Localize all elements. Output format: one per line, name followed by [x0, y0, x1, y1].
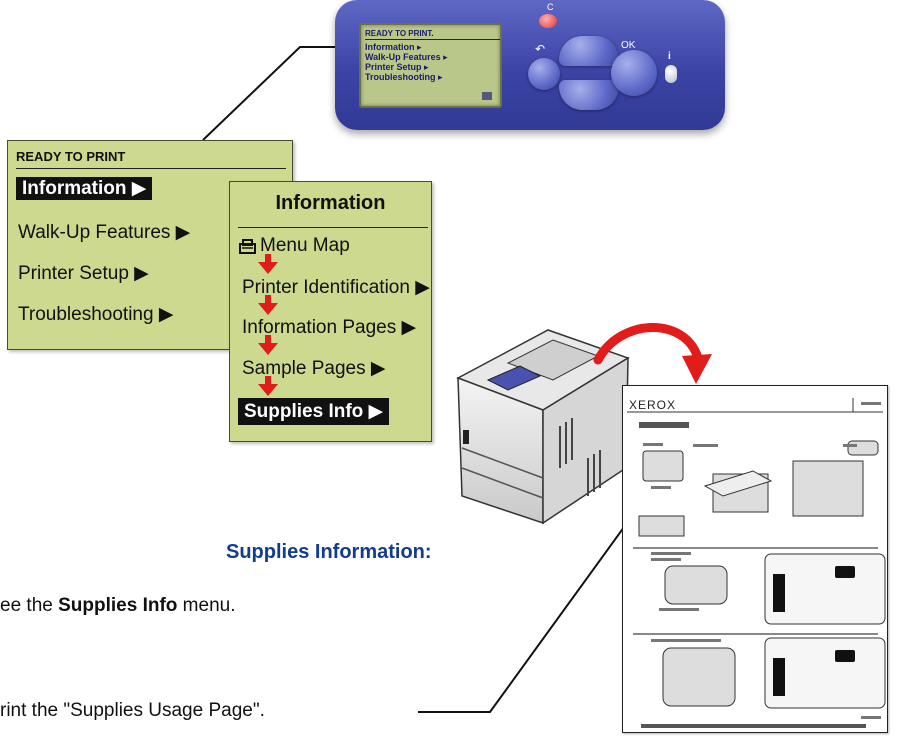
control-panel: READY TO PRINT. Information ▸ Walk-Up Fe…	[335, 0, 725, 130]
output-arrow-icon	[593, 323, 712, 384]
up-button[interactable]	[559, 36, 619, 66]
back-arrow-icon: ↶	[535, 42, 546, 56]
menu-map-icon	[239, 239, 256, 254]
panel-lcd-item: Information ▸	[365, 42, 422, 52]
cancel-label: C	[547, 2, 554, 12]
step-1-prefix: ee the	[0, 595, 59, 616]
help-button[interactable]	[665, 65, 677, 83]
submenu-item-supplies-info[interactable]: Supplies Info ▶	[238, 398, 390, 425]
down-arrow-icon	[258, 254, 278, 274]
supplies-usage-page: XEROX	[622, 385, 888, 733]
menu-divider	[16, 168, 286, 169]
callout-line-bottom	[418, 504, 641, 713]
instruction-step-1: ee the Supplies Info menu.	[0, 595, 235, 617]
submenu-divider	[238, 227, 428, 228]
information-menu-lcd: Information Menu Map Printer Identificat…	[229, 181, 432, 442]
panel-lcd-display: READY TO PRINT. Information ▸ Walk-Up Fe…	[359, 23, 502, 108]
menu-item-walk-up-features[interactable]: Walk-Up Features ▶	[18, 222, 191, 243]
info-label: i	[668, 51, 671, 62]
instruction-step-2: rint the "Supplies Usage Page".	[0, 700, 265, 721]
submenu-item-menu-map[interactable]: Menu Map	[260, 235, 350, 256]
menu-item-information[interactable]: Information ▶	[16, 177, 153, 200]
section-heading: Supplies Information:	[226, 541, 432, 563]
panel-lcd-item: Printer Setup ▸	[365, 62, 429, 72]
lcd-indicator	[482, 92, 492, 100]
callout-line-top	[202, 46, 352, 141]
down-arrow-icon	[258, 376, 278, 396]
ok-button[interactable]	[611, 50, 657, 96]
panel-lcd-item: Walk-Up Features ▸	[365, 52, 448, 62]
down-arrow-icon	[258, 335, 278, 355]
page-content	[627, 398, 886, 728]
step-1-menu-name: Supplies Info	[58, 595, 178, 616]
submenu-item-sample-pages[interactable]: Sample Pages ▶	[242, 358, 386, 379]
step-1-suffix: menu.	[177, 595, 236, 616]
down-button[interactable]	[559, 80, 619, 110]
submenu-item-printer-identification[interactable]: Printer Identification ▶	[242, 277, 430, 298]
navigation-arrows	[258, 254, 278, 396]
cancel-button[interactable]	[539, 14, 557, 28]
ok-label: OK	[621, 40, 636, 51]
down-arrow-icon	[258, 295, 278, 315]
panel-lcd-item: Troubleshooting ▸	[365, 72, 443, 82]
back-button[interactable]	[528, 58, 560, 90]
panel-lcd-header: READY TO PRINT.	[365, 29, 500, 40]
submenu-item-information-pages[interactable]: Information Pages ▶	[242, 317, 417, 338]
printer-illustration	[456, 329, 630, 525]
main-menu-lcd: READY TO PRINT Information ▶ Walk-Up Fea…	[7, 140, 293, 350]
submenu-header: Information	[275, 192, 386, 214]
menu-item-printer-setup[interactable]: Printer Setup ▶	[18, 263, 149, 284]
menu-item-troubleshooting[interactable]: Troubleshooting ▶	[18, 304, 174, 325]
page-brand: XEROX	[629, 398, 677, 412]
menu-header: READY TO PRINT	[16, 149, 126, 164]
